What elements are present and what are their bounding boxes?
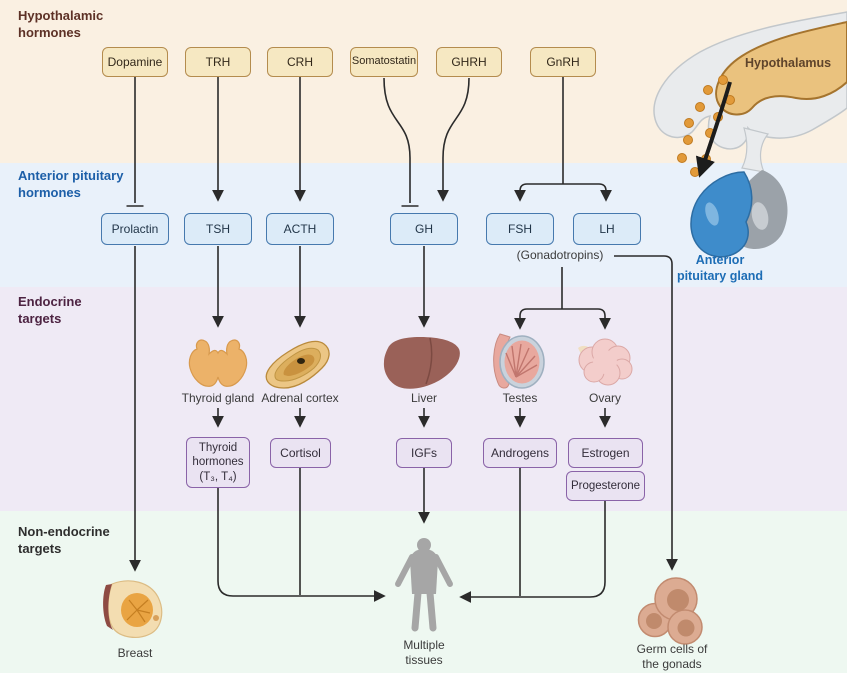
arrow-gonadotropins-to-germ-cells xyxy=(614,255,678,571)
label-liver: Liver xyxy=(410,391,437,405)
arrow-gonadotropins-to-ovary xyxy=(562,308,611,330)
box-gnrh: GnRH xyxy=(530,47,596,77)
label-breast: Breast xyxy=(117,646,153,660)
connector-lines xyxy=(126,77,678,603)
label-multiple-tissues: Multiple tissues xyxy=(403,638,445,667)
anterior-pituitary-highlight xyxy=(705,202,719,226)
arrow-gnrh-to-lh xyxy=(563,183,612,202)
testes-illustration xyxy=(493,333,545,389)
secretion-arrow xyxy=(695,81,732,178)
label-ovary: Ovary xyxy=(588,391,621,405)
box-androgens: Androgens xyxy=(483,438,557,468)
posterior-pituitary-highlight xyxy=(751,202,769,230)
box-thyroid-hormones: Thyroid hormones (T₃, T₄) xyxy=(186,437,250,488)
ovary-illustration xyxy=(578,338,633,386)
box-tsh: TSH xyxy=(184,213,252,245)
section-label-non-endocrine-targets: Non-endocrine targets xyxy=(18,524,110,556)
box-cortisol: Cortisol xyxy=(270,438,331,468)
arrow-ghrh-to-gh xyxy=(437,77,470,202)
label-germ-cells: Germ cells of the gonads xyxy=(636,642,708,671)
arrow-estrogen-progesterone-to-tissues xyxy=(459,501,606,603)
hypothalamus-shape xyxy=(715,20,847,116)
label-thyroid-gland: Thyroid gland xyxy=(181,391,255,405)
box-somatostatin: Somatostatin xyxy=(350,47,418,77)
breast-illustration xyxy=(103,580,163,638)
box-gh: GH xyxy=(390,213,458,245)
label-anterior-pituitary-gland: Anterior pituitary gland xyxy=(676,253,764,284)
label-adrenal-cortex: Adrenal cortex xyxy=(261,391,339,405)
box-fsh: FSH xyxy=(486,213,554,245)
section-label-endocrine-targets: Endocrine targets xyxy=(18,294,82,326)
multiple-tissues-figure xyxy=(395,538,453,632)
liver-illustration xyxy=(383,337,460,389)
box-prolactin: Prolactin xyxy=(101,213,169,245)
adrenal-cortex-illustration xyxy=(265,340,330,389)
box-progesterone: Progesterone xyxy=(566,471,645,501)
line-somatostatin-to-gh xyxy=(383,77,411,203)
box-trh: TRH xyxy=(185,47,251,77)
arrow-gnrh-to-fsh xyxy=(514,183,563,202)
pituitary-stalk-shape xyxy=(741,127,770,173)
section-label-anterior-pituitary-hormones: Anterior pituitary hormones xyxy=(18,168,124,200)
box-ghrh: GHRH xyxy=(436,47,502,77)
box-lh: LH xyxy=(573,213,641,245)
box-dopamine: Dopamine xyxy=(102,47,168,77)
box-estrogen: Estrogen xyxy=(568,438,643,468)
label-hypothalamus: Hypothalamus xyxy=(745,56,832,70)
germ-cells-illustration xyxy=(637,577,703,645)
label-testes: Testes xyxy=(502,391,538,405)
thyroid-gland-illustration xyxy=(188,339,248,387)
hypothalamus-pituitary-illustration xyxy=(653,11,847,258)
box-igfs: IGFs xyxy=(396,438,452,468)
box-crh: CRH xyxy=(267,47,333,77)
arrow-thyroid-hormones-to-tissues xyxy=(217,488,386,602)
section-label-hypothalamic-hormones: Hypothalamic hormones xyxy=(18,8,104,40)
anterior-pituitary-shape xyxy=(690,171,753,258)
arrow-gonadotropins-to-testes xyxy=(514,308,562,330)
box-acth: ACTH xyxy=(266,213,334,245)
gonadotropins-note: (Gonadotropins) xyxy=(516,248,604,262)
